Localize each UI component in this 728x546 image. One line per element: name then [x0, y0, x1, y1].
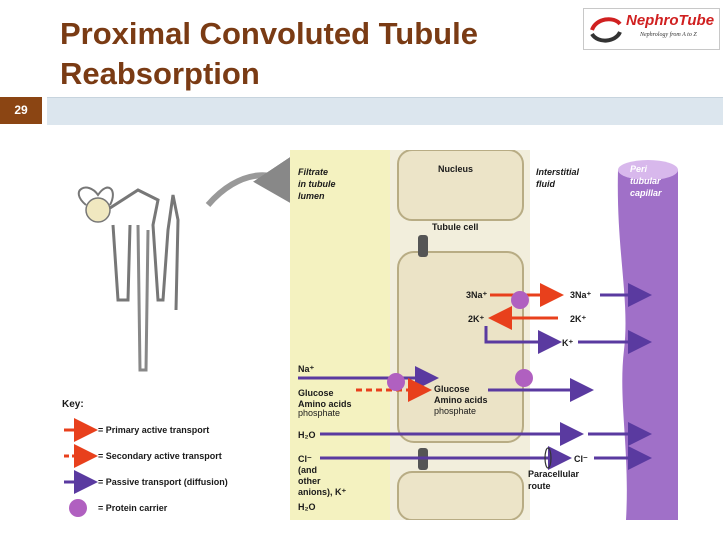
tubule-cell-label: Tubule cell: [432, 222, 478, 232]
phosphate-label: phosphate: [298, 408, 340, 418]
legend-passive-label: = Passive transport (diffusion): [98, 477, 228, 487]
other-label: other: [298, 476, 321, 486]
diagram-svg: Filtrate in tubule lumen Nucleus Interst…: [62, 148, 678, 521]
paracellular-gate: [544, 447, 552, 469]
chloride-right-label: Cl⁻: [574, 454, 588, 464]
chloride-label: Cl⁻: [298, 454, 312, 464]
slide-number: 29: [14, 103, 28, 117]
legend: Key: = Primary active transport = Second…: [62, 399, 228, 517]
legend-carrier-swatch: [69, 499, 87, 517]
capillary-label: Peri: [630, 164, 648, 174]
paracellular-label-2: route: [528, 481, 551, 491]
k-pump-out-label: 2K⁺: [570, 314, 587, 324]
k-leak-arrow: [484, 326, 562, 354]
phosphate-right-label: phosphate: [434, 406, 476, 416]
na-k-pump-carrier: [511, 291, 529, 309]
k-leak-label: K⁺: [562, 338, 573, 348]
logo-swoosh-icon: [590, 17, 622, 43]
capillary-label-2: tubular: [630, 176, 661, 186]
water-label: H₂O: [298, 430, 316, 440]
nephrotube-logo: NephroTube Nephrology from A to Z: [583, 8, 720, 50]
na-label: Na⁺: [298, 364, 315, 374]
nephron-sketch: [77, 186, 180, 372]
legend-carrier-label: = Protein carrier: [98, 503, 168, 513]
glut-carrier: [515, 369, 533, 387]
amino-acids-right-label: Amino acids: [434, 395, 488, 405]
na-pump-in-label: 3Na⁺: [466, 290, 488, 300]
pct-reabsorption-figure: Filtrate in tubule lumen Nucleus Interst…: [58, 148, 686, 521]
logo-tagline: Nephrology from A to Z: [640, 32, 697, 38]
filtrate-label: Filtrate: [298, 167, 328, 177]
interstitial-region: [530, 150, 610, 520]
zoom-arrow: [205, 148, 312, 215]
capillary-label-3: capillar: [630, 188, 662, 198]
title-line-1: Proximal Convoluted Tubule: [60, 16, 478, 51]
slide-number-badge: 29: [0, 97, 42, 124]
tubule-cell-bottom: [397, 471, 524, 521]
na-pump-out-label: 3Na⁺: [570, 290, 592, 300]
sglt-carrier: [387, 373, 405, 391]
logo-name: NephroTube: [626, 12, 715, 29]
interstitial-label: Interstitial: [536, 167, 580, 177]
glucose-label: Glucose: [298, 388, 334, 398]
glucose-right-label: Glucose: [434, 384, 470, 394]
legend-secondary-label: = Secondary active transport: [98, 451, 222, 461]
water-2-label: H₂O: [298, 502, 316, 512]
title-line-2: Reabsorption: [60, 56, 260, 91]
interstitial-label-2: fluid: [536, 179, 555, 189]
paracellular-label: Paracellular: [528, 469, 580, 479]
nucleus-label: Nucleus: [438, 164, 473, 174]
capillary-opening: [618, 160, 678, 180]
header-bar: [47, 97, 723, 125]
filtrate-label-3: lumen: [298, 191, 325, 201]
slide-title: Proximal Convoluted Tubule Reabsorption: [60, 14, 580, 94]
legend-title: Key:: [62, 399, 84, 410]
anions-label: anions), K⁺: [298, 487, 347, 497]
filtrate-label-2: in tubule: [298, 179, 336, 189]
amino-acids-label: Amino acids: [298, 399, 352, 409]
legend-primary-label: = Primary active transport: [98, 425, 209, 435]
k-pump-in-label: 2K⁺: [468, 314, 485, 324]
tubule-cell-top: [397, 149, 524, 221]
and-label: (and: [298, 465, 317, 475]
tight-junction-top: [418, 235, 428, 257]
